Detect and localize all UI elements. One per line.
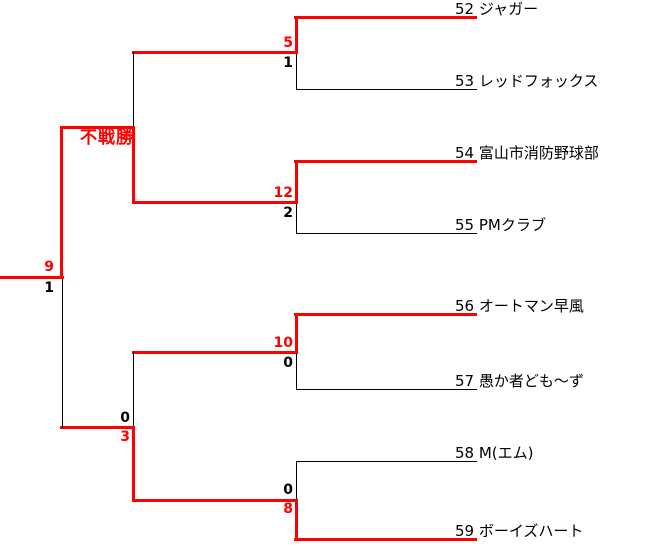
team-55-line	[296, 233, 477, 234]
team-label-56: 56 オートマン早風	[455, 297, 584, 315]
match4-bottom-score: 8	[283, 501, 293, 517]
final-top-score: 9	[44, 259, 54, 275]
team-label-58: 58 M(エム)	[455, 444, 534, 462]
champion-exit-line	[0, 276, 64, 279]
team-label-57: 57 愚か者ども～ず	[455, 372, 584, 390]
match1-bottom-score: 1	[283, 55, 293, 71]
match2-loser-connector	[296, 202, 297, 234]
team-59-line	[294, 538, 477, 541]
match3-winner-connector	[295, 313, 298, 354]
match1-loser-connector	[296, 52, 297, 90]
match3-bottom-score: 0	[283, 355, 293, 371]
final-winner-connector	[60, 126, 63, 279]
semifinal1-walkover-note: 不戦勝	[80, 128, 134, 148]
match1-exit-line	[132, 51, 297, 54]
team-56-line	[294, 313, 477, 316]
semifinal2-bottom-score: 3	[120, 429, 130, 445]
match2-top-score: 12	[273, 185, 293, 201]
match2-bottom-score: 2	[283, 205, 293, 221]
team-label-54: 54 富山市消防野球部	[455, 144, 599, 162]
match1-top-score: 5	[283, 35, 293, 51]
semifinal2-top-score: 0	[120, 410, 130, 426]
match4-exit-line	[132, 499, 297, 502]
semifinal2-winner-connector	[132, 426, 135, 502]
team-label-53: 53 レッドフォックス	[455, 72, 599, 90]
match2-exit-line	[132, 201, 297, 204]
match4-top-score: 0	[283, 482, 293, 498]
team-58-line	[296, 461, 477, 462]
match2-winner-connector	[295, 160, 298, 204]
team-label-52: 52 ジャガー	[455, 0, 539, 18]
semifinal1-winner-connector	[132, 126, 135, 204]
match3-top-score: 10	[273, 335, 293, 351]
final-bottom-score: 1	[44, 280, 54, 296]
team-label-55: 55 PMクラブ	[455, 216, 546, 234]
match4-loser-connector	[296, 461, 297, 501]
semifinal2-loser-connector	[133, 352, 134, 428]
match4-winner-connector	[295, 499, 298, 541]
match1-winner-connector	[295, 16, 298, 54]
team-53-line	[296, 89, 477, 90]
team-57-line	[296, 389, 477, 390]
team-label-59: 59 ボーイズハート	[455, 522, 584, 540]
match3-loser-connector	[296, 352, 297, 390]
team-54-line	[294, 160, 477, 163]
final-loser-connector	[62, 277, 63, 428]
match3-exit-line	[132, 351, 297, 354]
semifinal1-loser-connector	[133, 52, 134, 128]
semifinal1-exit-line	[60, 126, 135, 129]
semifinal2-exit-line	[60, 426, 135, 429]
team-52-line	[294, 16, 477, 19]
